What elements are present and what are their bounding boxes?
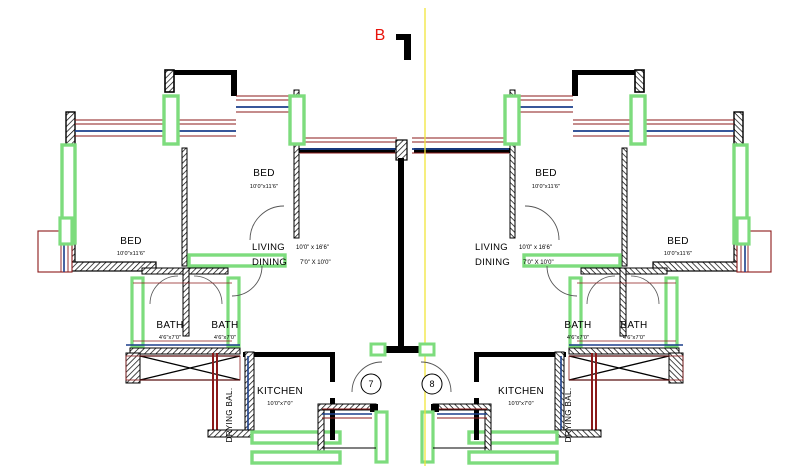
room-dim-bed-left-outer: 10'0"x11'6": [117, 251, 145, 257]
room-label-kitchen-right: KITCHEN: [498, 386, 544, 397]
room-label-bed-right-outer: BED: [667, 236, 688, 247]
room-label-drying-bal-right: DRYING BAL.: [564, 388, 573, 443]
room-label-dining-right: DINING: [475, 257, 510, 268]
room-dim-bath-left-1: 4'6"x7'0": [159, 335, 181, 341]
room-label-bed-left-outer: BED: [120, 236, 141, 247]
entry-opening-right: [418, 342, 436, 357]
door-swing-arcs: [231, 205, 578, 297]
door-arc-bed-left-inner: [249, 205, 285, 241]
entry-door-arc-left: [351, 361, 383, 393]
section-label-b: B: [375, 27, 386, 44]
room-dim-bath-right-1: 4'6"x7'0": [567, 335, 589, 341]
room-dim-kitchen-right: 10'0"x7'0": [508, 401, 533, 407]
grid-bubble-8-label: 8: [429, 379, 434, 389]
grid-bubble-7-label: 7: [368, 379, 373, 389]
room-label-drying-bal-left: DRYING BAL.: [225, 388, 234, 443]
door-arc-bed-right-inner: [524, 205, 560, 241]
door-arc-living-right: [546, 265, 578, 297]
room-label-living-left: LIVING: [252, 242, 285, 253]
left-unit-labels: BED 10'0"x11'6" BED 10'0"x11'6" LIVING 1…: [117, 168, 331, 442]
room-dim-living-right: 10'0" x 16'6": [519, 245, 552, 251]
room-dim-bed-right-inner: 10'0"x11'6": [532, 184, 560, 190]
room-dim-kitchen-left: 10'0"x7'0": [267, 401, 292, 407]
door-arc-living-left: [231, 265, 263, 297]
room-dim-bed-right-outer: 10'0"x11'6": [664, 251, 692, 257]
room-label-living-right: LIVING: [475, 242, 508, 253]
party-wall: [372, 34, 432, 353]
right-unit-labels: BED 10'0"x11'6" BED 10'0"x11'6" LIVING 1…: [475, 168, 692, 442]
entry-opening-left: [369, 342, 387, 357]
grid-bubble-7: 7: [360, 373, 382, 395]
room-dim-dining-left: 7'0" X 10'0": [300, 260, 331, 266]
room-label-bath-right-1: BATH: [564, 320, 591, 331]
entry-door-arc-right: [420, 361, 452, 393]
room-label-bath-left-1: BATH: [156, 320, 183, 331]
room-label-kitchen-left: KITCHEN: [257, 386, 303, 397]
room-dim-bath-right-2: 4'6"x7'0": [623, 335, 645, 341]
room-label-bed-right-inner: BED: [535, 168, 556, 179]
room-label-bath-left-2: BATH: [211, 320, 238, 331]
room-label-bed-left-inner: BED: [253, 168, 274, 179]
room-dim-bed-left-inner: 10'0"x11'6": [250, 184, 278, 190]
room-dim-bath-left-2: 4'6"x7'0": [214, 335, 236, 341]
room-dim-living-left: 10'0" x 16'6": [296, 245, 329, 251]
section-marker-b: B: [375, 27, 386, 44]
room-label-dining-left: DINING: [252, 257, 287, 268]
room-dim-dining-right: 7'0" X 10'0": [523, 260, 554, 266]
grid-bubble-8: 8: [421, 373, 443, 395]
room-label-bath-right-2: BATH: [620, 320, 647, 331]
